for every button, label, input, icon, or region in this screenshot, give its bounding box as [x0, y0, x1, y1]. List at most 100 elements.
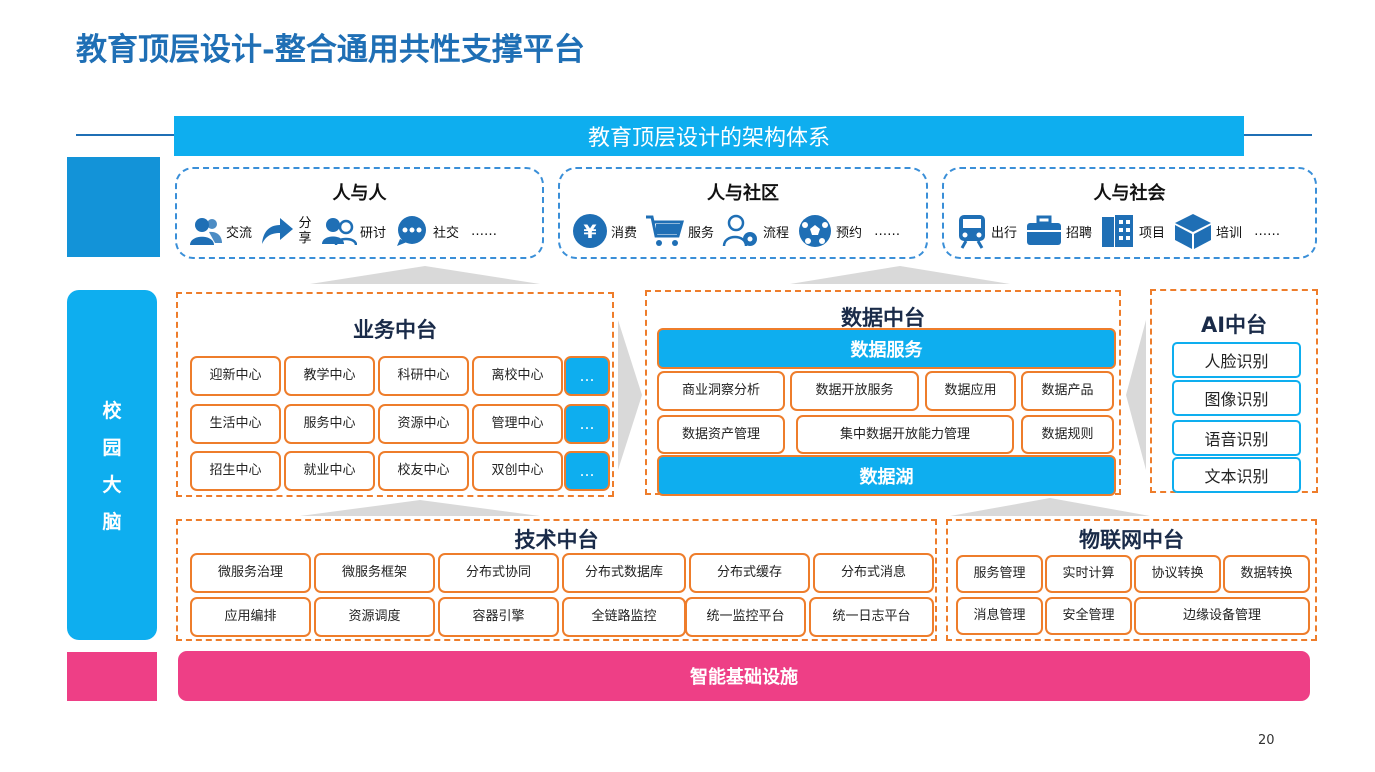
architecture-banner: 教育顶层设计的架构体系 — [174, 116, 1244, 156]
data-cell: 数据应用 — [925, 371, 1016, 411]
svg-text:¥: ¥ — [583, 221, 596, 243]
user-gear-icon — [722, 214, 758, 247]
group-person-to-community: 人与社区 ¥ 消费 服务 流程 预约 …… — [558, 167, 928, 259]
up-arrow-business — [310, 266, 540, 284]
left-arrow-ai-data — [1126, 320, 1146, 470]
ai-cell: 语音识别 — [1172, 420, 1301, 456]
train-icon — [959, 215, 985, 249]
business-center-title: 业务中台 — [353, 318, 437, 342]
data-cell: 数据资产管理 — [657, 415, 785, 454]
iot-cell: 实时计算 — [1045, 555, 1132, 593]
group-ellipsis: …… — [1254, 223, 1281, 239]
ai-cell: 人脸识别 — [1172, 342, 1301, 378]
ai-cell: 图像识别 — [1172, 380, 1301, 416]
data-cell: 数据规则 — [1021, 415, 1114, 454]
data-cell: 数据产品 — [1021, 371, 1114, 411]
campus-brain-label: 校 园 大 脑 — [67, 290, 157, 640]
item-project: 项目 — [1100, 213, 1165, 249]
item-consume: ¥ 消费 — [572, 213, 637, 249]
iot-cell: 安全管理 — [1045, 597, 1132, 635]
chat-bubble-icon — [397, 216, 427, 246]
tech-center: 技术中台 微服务治理 微服务框架 分布式协同 分布式数据库 分布式缓存 分布式消… — [176, 519, 937, 641]
briefcase-icon — [1027, 215, 1062, 245]
iot-center: 物联网中台 服务管理 实时计算 协议转换 数据转换 消息管理 安全管理 边缘设备… — [946, 519, 1317, 641]
business-cell: 校友中心 — [378, 451, 469, 491]
iot-cell: 数据转换 — [1223, 555, 1310, 593]
brain-char-4: 脑 — [102, 511, 122, 533]
data-cell: 集中数据开放能力管理 — [796, 415, 1014, 454]
up-arrow-iot — [950, 498, 1150, 516]
group-ellipsis: …… — [471, 223, 498, 239]
item-label: 服务 — [688, 225, 715, 241]
tech-cell: 应用编排 — [190, 597, 311, 637]
ai-cell: 文本识别 — [1172, 457, 1301, 493]
tech-cell: 微服务框架 — [314, 553, 435, 593]
business-cell: 离校中心 — [472, 356, 563, 396]
brain-char-1: 校 — [102, 400, 122, 422]
business-more-cell: … — [564, 404, 610, 444]
right-arrow-business-data — [618, 320, 642, 470]
left-bar-bottom — [67, 652, 157, 701]
tech-cell: 微服务治理 — [190, 553, 311, 593]
up-arrow-data — [790, 266, 1010, 284]
business-cell: 科研中心 — [378, 356, 469, 396]
data-service-bar: 数据服务 — [657, 328, 1116, 369]
item-social: 社交 — [394, 215, 459, 247]
tech-cell: 资源调度 — [314, 597, 435, 637]
item-label: 预约 — [836, 225, 863, 241]
group-title: 人与社会 — [1093, 183, 1166, 204]
cube-icon — [1175, 214, 1212, 249]
iot-center-title: 物联网中台 — [1079, 528, 1184, 552]
business-center: 业务中台 迎新中心 教学中心 科研中心 离校中心 … 生活中心 服务中心 资源中… — [176, 292, 614, 497]
tech-cell: 分布式消息 — [813, 553, 934, 593]
iot-cell: 消息管理 — [956, 597, 1043, 635]
brain-char-3: 大 — [102, 474, 122, 496]
brain-char-2: 园 — [102, 437, 122, 459]
iot-cell: 边缘设备管理 — [1134, 597, 1310, 635]
iot-cell: 服务管理 — [956, 555, 1043, 593]
data-center: 数据中台 数据服务 商业洞察分析 数据开放服务 数据应用 数据产品 数据资产管理… — [645, 290, 1121, 496]
tech-cell: 全链路监控 — [562, 597, 686, 637]
users-icon — [190, 218, 222, 245]
business-more-cell: … — [564, 451, 610, 491]
business-cell: 管理中心 — [472, 404, 563, 444]
data-lake-bar: 数据湖 — [657, 455, 1116, 496]
group-person-to-society: 人与社会 出行 招聘 项目 培训 …… — [942, 167, 1317, 259]
item-label: 研讨 — [360, 225, 387, 241]
business-cell: 就业中心 — [284, 451, 375, 491]
shopping-cart-icon — [646, 215, 685, 246]
page-title: 教育顶层设计-整合通用共性支撑平台 — [76, 32, 585, 68]
item-training: 培训 — [1173, 212, 1242, 250]
data-cell: 数据开放服务 — [790, 371, 919, 411]
business-cell: 生活中心 — [190, 404, 281, 444]
item-label: 招聘 — [1066, 225, 1093, 241]
item-share: 分享 — [260, 216, 313, 246]
building-icon — [1102, 215, 1134, 247]
item-recruit: 招聘 — [1025, 215, 1092, 247]
item-appointment: 预约 — [797, 213, 862, 249]
tech-cell: 分布式缓存 — [689, 553, 810, 593]
ai-center: AI中台 人脸识别 图像识别 语音识别 文本识别 — [1150, 289, 1318, 493]
infrastructure-bar: 智能基础设施 — [178, 651, 1310, 701]
item-label: 社交 — [433, 225, 460, 241]
tech-cell: 分布式数据库 — [562, 553, 686, 593]
business-cell: 资源中心 — [378, 404, 469, 444]
group-ellipsis: …… — [874, 223, 901, 239]
item-label: 交流 — [226, 225, 253, 241]
business-cell: 双创中心 — [472, 451, 563, 491]
title-rule-right — [1242, 134, 1312, 136]
tech-cell: 统一监控平台 — [685, 597, 806, 637]
share-arrow-icon — [262, 218, 294, 244]
business-cell: 服务中心 — [284, 404, 375, 444]
yen-coin-icon: ¥ — [573, 214, 607, 248]
title-rule-left — [76, 134, 176, 136]
item-label: 消费 — [611, 225, 638, 241]
group-person-to-person: 人与人 交流 分享 研讨 社交 …… — [175, 167, 544, 259]
tech-cell: 分布式协同 — [438, 553, 559, 593]
iot-cell: 协议转换 — [1134, 555, 1221, 593]
page-number: 20 — [1258, 733, 1275, 748]
business-cell: 招生中心 — [190, 451, 281, 491]
up-arrow-tech — [300, 500, 540, 516]
tech-cell: 统一日志平台 — [809, 597, 934, 637]
item-communicate: 交流 — [189, 216, 252, 246]
